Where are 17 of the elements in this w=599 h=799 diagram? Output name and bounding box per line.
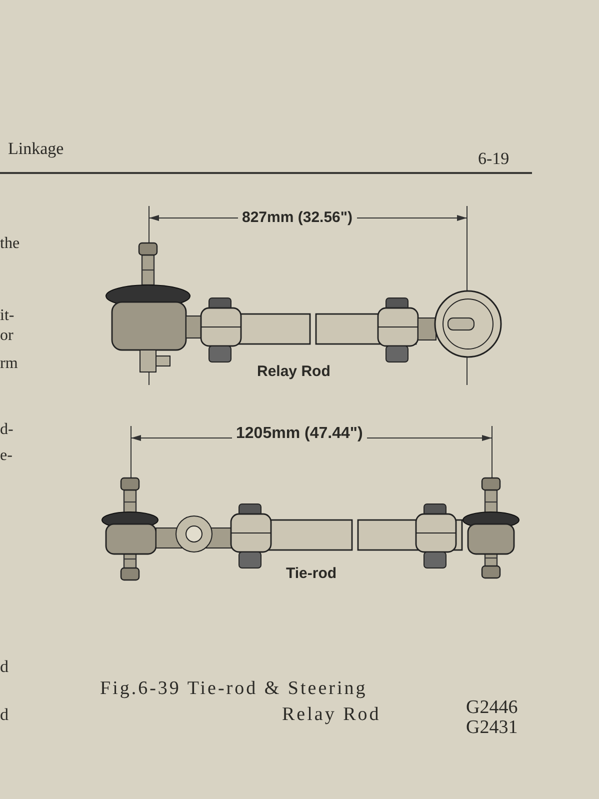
margin-text: it- (0, 308, 14, 324)
figure-caption: Fig.6-39 Tie-rod & Steering Relay Rod (100, 677, 382, 727)
margin-text: e- (0, 448, 12, 464)
part-label: Relay Rod (257, 364, 330, 379)
dimension-label: 1205mm (47.44") (232, 426, 367, 442)
margin-text: d- (0, 422, 14, 438)
figure-code: G2446 (466, 698, 518, 717)
margin-text: d (0, 706, 8, 723)
page-number: 6-19 (478, 150, 510, 167)
dimension-label: 827mm (32.56") (238, 210, 357, 225)
part-label: Tie-rod (286, 566, 337, 581)
figure-code: G2431 (466, 718, 518, 737)
margin-text: rm (0, 356, 18, 372)
margin-text: the (0, 236, 20, 252)
margin-text: d (0, 658, 8, 675)
running-header: Linkage (8, 140, 64, 157)
margin-text: or (0, 328, 14, 344)
